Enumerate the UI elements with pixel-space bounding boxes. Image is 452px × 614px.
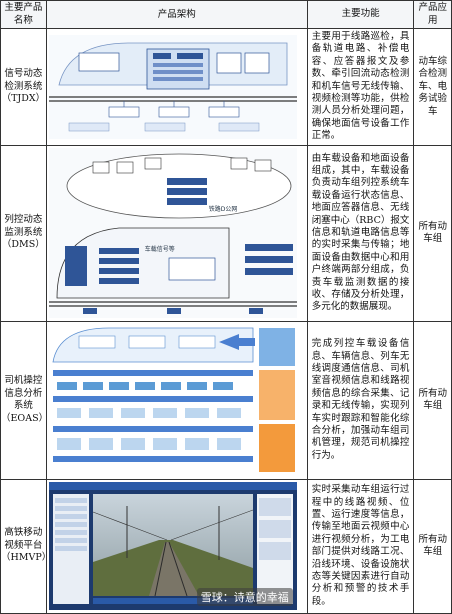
product-name: 高铁移动视频平台（HMVP）: [0, 478, 51, 614]
watermark: 雪球：诗意的幸福: [196, 588, 293, 607]
hmvp-screenshot: [48, 482, 297, 611]
table-row: 信号动态检测系统（TJDX）: [0, 28, 452, 146]
function-text: 由车载设备和地面设备组成，其中，车载设备负责动车组列控系统车载设备运行状态信息、…: [306, 144, 415, 322]
application-text: 所有动车组: [413, 144, 452, 322]
table-row: 司机操控信息分析系统（EOAS）: [0, 320, 452, 480]
application-text: 所有动车组: [413, 320, 452, 480]
diagram-label-train: 车载信号等: [144, 246, 175, 254]
architecture-diagram-tjdx: [45, 28, 308, 146]
table-header-row: 主要产品名称 产品架构 主要功能 产品应用: [0, 0, 452, 29]
architecture-screenshot-hmvp: 雪球：诗意的幸福: [45, 478, 308, 614]
product-name: 司机操控信息分析系统（EOAS）: [0, 320, 48, 480]
table-row: 高铁移动视频平台（HMVP）: [0, 478, 452, 614]
application-text: 所有动车组: [413, 478, 452, 614]
header-function: 主要功能: [306, 0, 415, 29]
table-row: 列控动态监测系统（DMS）: [0, 144, 452, 322]
header-architecture: 产品架构: [45, 0, 308, 29]
diagram-label-public-network: 铁路D公网: [208, 206, 238, 214]
header-application: 产品应用: [413, 0, 452, 29]
product-name: 信号动态检测系统（TJDX）: [0, 28, 47, 146]
function-text: 完成列控车载设备信息、车辆信息、列车无线调度通信信息、司机室音视频信息和线路视频…: [306, 320, 415, 480]
dms-diagram: [48, 148, 297, 319]
architecture-diagram-dms: 铁路D公网 车载信号等: [45, 144, 308, 322]
header-product-name: 主要产品名称: [0, 0, 47, 29]
eoas-diagram: [48, 324, 297, 477]
architecture-diagram-eoas: [45, 320, 308, 480]
application-text: 动车综合检测车、电务试验车: [413, 28, 452, 146]
tjdx-diagram: [48, 34, 297, 139]
product-name: 列控动态监测系统（DMS）: [0, 144, 47, 322]
function-text: 主要用于线路巡检，具备轨道电路、补偿电容、应答器报文及参数、牵引回流动态检测和机…: [306, 28, 415, 146]
function-text: 实时采集动车组运行过程中的线路视频、位置、运行速度等信息，传输至地面云视频中心进…: [306, 478, 415, 614]
